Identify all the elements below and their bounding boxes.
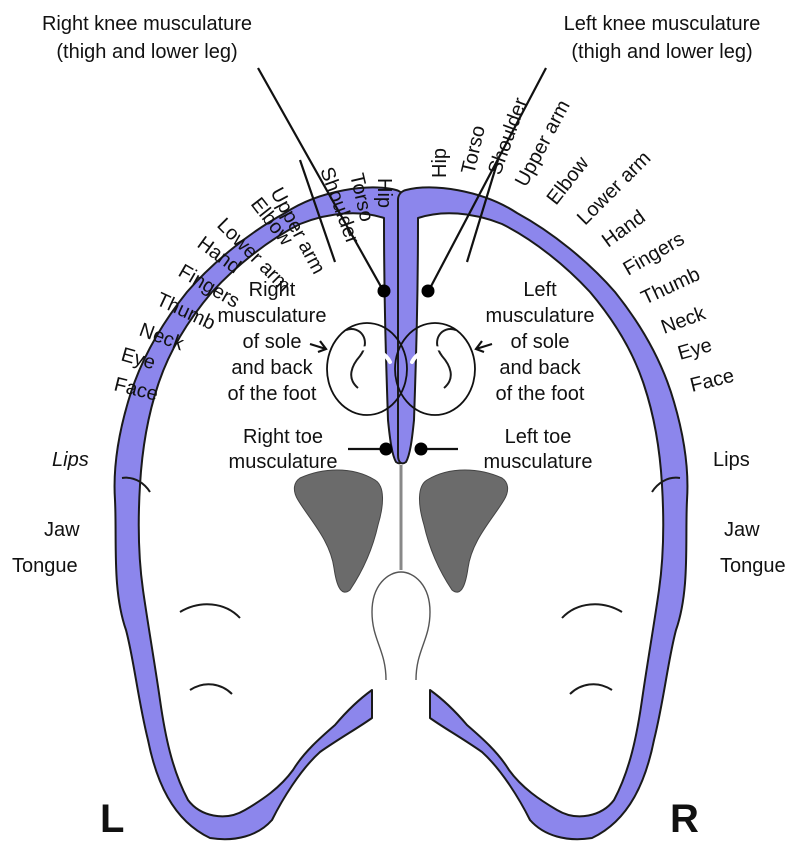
- right-bodypart-neck: Neck: [658, 302, 709, 339]
- right-bodypart-eye: Eye: [675, 334, 714, 365]
- left-sole-label-line4: and back: [499, 357, 581, 379]
- left-knee-label-line2: (thigh and lower leg): [571, 41, 752, 63]
- right-bodypart-lips: Lips: [713, 449, 750, 471]
- side-marker-right: R: [670, 797, 699, 841]
- right-bodypart-jaw: Jaw: [724, 519, 760, 541]
- left-bodypart-lips: Lips: [52, 449, 89, 471]
- right-sole-label-line4: and back: [231, 357, 313, 379]
- left-toe-dot: [415, 443, 428, 456]
- right-toe-label-line1: Right toe: [243, 426, 323, 448]
- left-sole-label-line3: of sole: [511, 331, 570, 353]
- left-sole-label-line1: Left: [523, 279, 557, 301]
- right-sole-label-line5: of the foot: [228, 383, 317, 405]
- left-sulcus-fold-2: [346, 329, 365, 388]
- right-knee-label-line1: Right knee musculature: [42, 13, 252, 35]
- right-bodypart-hip: Hip: [429, 148, 451, 178]
- right-sole-label-line3: of sole: [243, 331, 302, 353]
- left-sulcus-lower: [190, 684, 232, 694]
- right-bodypart-face: Face: [688, 365, 736, 397]
- left-sole-label-line5: of the foot: [496, 383, 585, 405]
- left-knee-label-line1: Left knee musculature: [564, 13, 761, 35]
- left-bodypart-jaw: Jaw: [44, 519, 80, 541]
- right-bodypart-hand: Hand: [598, 206, 650, 252]
- right-sulcus-lower: [570, 684, 612, 694]
- left-basal-ganglia: [294, 470, 382, 592]
- right-toe-dot: [380, 443, 393, 456]
- right-bodypart-tongue: Tongue: [720, 555, 786, 577]
- right-basal-ganglia: [419, 470, 507, 592]
- left-toe-label-line1: Left toe: [505, 426, 572, 448]
- left-sole-label-line2: musculature: [486, 305, 595, 327]
- right-sole-arrow: [310, 341, 326, 352]
- left-bodypart-tongue: Tongue: [12, 555, 78, 577]
- right-toe-label-line2: musculature: [229, 451, 338, 473]
- right-knee-label-line2: (thigh and lower leg): [56, 41, 237, 63]
- right-knee-dot: [378, 285, 391, 298]
- right-sulcus-temporal-white: [570, 608, 597, 650]
- left-toe-label-line2: musculature: [484, 451, 593, 473]
- right-sulcus-fold-2: [437, 329, 456, 388]
- left-sulcus-temporal-white: [205, 608, 232, 650]
- third-ventricle-outline: [372, 572, 430, 680]
- left-knee-dot: [422, 285, 435, 298]
- side-marker-left: L: [100, 797, 124, 841]
- left-sole-arrow: [476, 341, 492, 352]
- left-bodypart-hip: Hip: [373, 178, 395, 208]
